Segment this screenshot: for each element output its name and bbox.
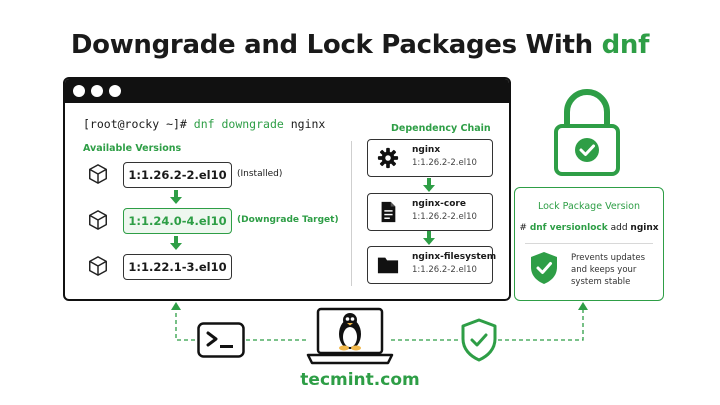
version-note: (Installed) [237, 169, 283, 179]
window-dot [91, 85, 103, 97]
shield-check-icon [531, 252, 557, 284]
dependency-version: 1:1.26.2-2.el10 [412, 158, 477, 168]
terminal-titlebar [65, 79, 509, 103]
shield-check-icon [461, 318, 497, 362]
dependency-name: nginx-filesystem [412, 252, 497, 262]
dependency-version: 1:1.26.2-2.el10 [412, 212, 477, 222]
divider [351, 141, 352, 286]
dependency-box: nginx 1:1.26.2-2.el10 [367, 139, 493, 177]
window-dot [109, 85, 121, 97]
lock-card-title: Lock Package Version [537, 201, 640, 212]
terminal-window: [root@rocky ~]# dnf downgrade nginx Avai… [63, 77, 511, 301]
page-title: Downgrade and Lock Packages With dnf [70, 30, 650, 60]
dependency-box: nginx-filesystem 1:1.26.2-2.el10 [367, 246, 497, 284]
lock-description: Prevents updates and keeps your system s… [571, 253, 646, 287]
divider [525, 243, 653, 244]
lock-command: # dnf versionlock add nginx [519, 223, 659, 233]
linux-laptop-icon [306, 307, 394, 365]
folder-icon [377, 257, 399, 274]
window-dot [73, 85, 85, 97]
document-icon [381, 201, 396, 223]
arrow-down-icon [170, 236, 182, 250]
padlock-icon [554, 89, 620, 176]
terminal-command: [root@rocky ~]# dnf downgrade nginx [83, 117, 326, 131]
dependency-version: 1:1.26.2-2.el10 [412, 265, 477, 275]
arrow-down-icon [170, 190, 182, 204]
dependency-heading: Dependency Chain [391, 123, 491, 134]
version-box: 1:1.22.1-3.el10 [123, 254, 232, 280]
package-icon [89, 256, 107, 276]
dependency-name: nginx [412, 145, 441, 155]
package-icon [89, 210, 107, 230]
terminal-prompt-icon [197, 322, 245, 358]
brand-name: tecmint.com [300, 370, 420, 390]
dependency-name: nginx-core [412, 199, 466, 209]
versions-heading: Available Versions [83, 143, 182, 154]
package-icon [89, 164, 107, 184]
lock-package-card: Lock Package Version # dnf versionlock a… [514, 187, 664, 301]
gear-icon [377, 147, 399, 169]
dependency-box: nginx-core 1:1.26.2-2.el10 [367, 193, 493, 231]
arrow-down-icon [423, 231, 435, 245]
version-box-target: 1:1.24.0-4.el10 [123, 208, 232, 234]
version-note-target: (Downgrade Target) [237, 215, 339, 225]
arrow-down-icon [423, 178, 435, 192]
version-box: 1:1.26.2-2.el10 [123, 162, 232, 188]
